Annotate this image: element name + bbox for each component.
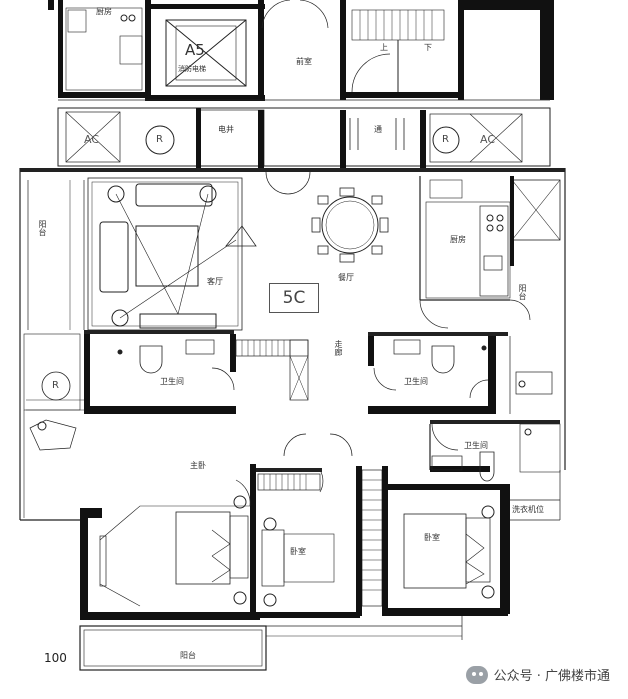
room-label-balcony-left: 阳台 xyxy=(38,220,47,236)
toilet-left xyxy=(139,345,163,374)
scale-number: 100 xyxy=(44,651,67,665)
watermark-text: 公众号 · 广佛楼市通 xyxy=(493,669,610,684)
room-label-bedroom-middle: 卧室 xyxy=(290,547,306,556)
room-label-kitchen-top: 厨房 xyxy=(96,7,112,16)
master-bed xyxy=(175,511,231,585)
toilet-right xyxy=(431,345,455,374)
stairs-up-label: 上 xyxy=(380,43,388,52)
room-label-electric-shaft: 电井 xyxy=(218,125,234,134)
electric-shaft xyxy=(199,109,265,167)
wall-segment xyxy=(58,0,63,98)
service-band xyxy=(57,107,551,167)
wall-segment xyxy=(145,95,265,101)
room-label-corridor: 走廊 xyxy=(334,340,343,356)
ac-label-left: AC xyxy=(84,133,100,146)
unit-label: 5C xyxy=(269,283,319,313)
wall-segment xyxy=(430,466,490,472)
wall-segment xyxy=(80,612,260,620)
wall-segment xyxy=(464,0,554,10)
coffee-table xyxy=(135,225,199,287)
bed-middle xyxy=(261,529,285,587)
wall-segment xyxy=(48,0,54,10)
wall-segment xyxy=(256,612,360,618)
r-label-balcony: R xyxy=(52,380,59,391)
room-label-living: 客厅 xyxy=(207,277,223,286)
r-symbol-left xyxy=(145,125,175,155)
wardrobe xyxy=(361,469,383,607)
ac-ledge-right xyxy=(429,113,523,163)
wall-segment xyxy=(84,334,90,414)
wall-segment xyxy=(340,0,346,100)
label-corridor-top: 通 xyxy=(374,125,382,134)
wall-segment xyxy=(540,0,554,100)
wall-segment xyxy=(145,0,151,100)
wall-segment xyxy=(488,336,496,414)
room-label-balcony-kitchen: 阳台 xyxy=(518,284,527,300)
wall-segment xyxy=(388,608,508,616)
elevator-shaft xyxy=(165,19,247,87)
wall-segment xyxy=(230,334,236,372)
room-label-master-bedroom: 主卧 xyxy=(190,461,206,470)
wall-segment xyxy=(340,92,460,98)
wall-segment xyxy=(368,336,374,366)
elevator-sub-label: 消防电梯 xyxy=(178,65,206,73)
wall-segment xyxy=(368,406,488,414)
wall-segment xyxy=(145,4,265,9)
ac-label-right: AC xyxy=(480,133,496,146)
stairs-down-label: 下 xyxy=(424,43,432,52)
wall-segment xyxy=(58,92,148,98)
ac-ledge-left xyxy=(65,111,121,163)
r-label-right: R xyxy=(442,134,449,145)
watermark: 公众号 · 广佛楼市通 xyxy=(465,665,610,684)
wall-segment xyxy=(500,484,510,614)
room-label-dining: 餐厅 xyxy=(338,273,354,282)
wall-segment xyxy=(250,464,256,620)
toilet-ensuite xyxy=(479,451,495,482)
r-symbol-right xyxy=(432,126,460,154)
room-label-bedroom-right: 卧室 xyxy=(424,533,440,542)
wall-segment xyxy=(458,0,464,100)
wall-segment xyxy=(258,0,264,100)
room-label-laundry: 洗衣机位 xyxy=(512,505,544,514)
room-label-bathroom-right: 卫生间 xyxy=(404,377,428,386)
balcony-bottom xyxy=(79,625,267,671)
room-label-kitchen: 厨房 xyxy=(450,235,466,244)
bed-right xyxy=(403,513,467,589)
dining-table xyxy=(321,196,379,254)
wall-segment xyxy=(80,508,88,618)
sofa-top xyxy=(135,183,213,207)
room-label-bathroom-ensuite: 卫生间 xyxy=(464,441,488,450)
wall-segment xyxy=(84,406,236,414)
wall-segment xyxy=(388,484,508,490)
sofa-left xyxy=(99,221,129,293)
room-label-lobby: 前室 xyxy=(296,57,312,66)
elevator-label: A5 xyxy=(185,41,205,59)
r-label-left: R xyxy=(156,134,163,145)
room-label-balcony-bottom: 阳台 xyxy=(180,651,196,660)
room-label-bathroom-left: 卫生间 xyxy=(160,377,184,386)
wechat-icon xyxy=(465,665,488,684)
